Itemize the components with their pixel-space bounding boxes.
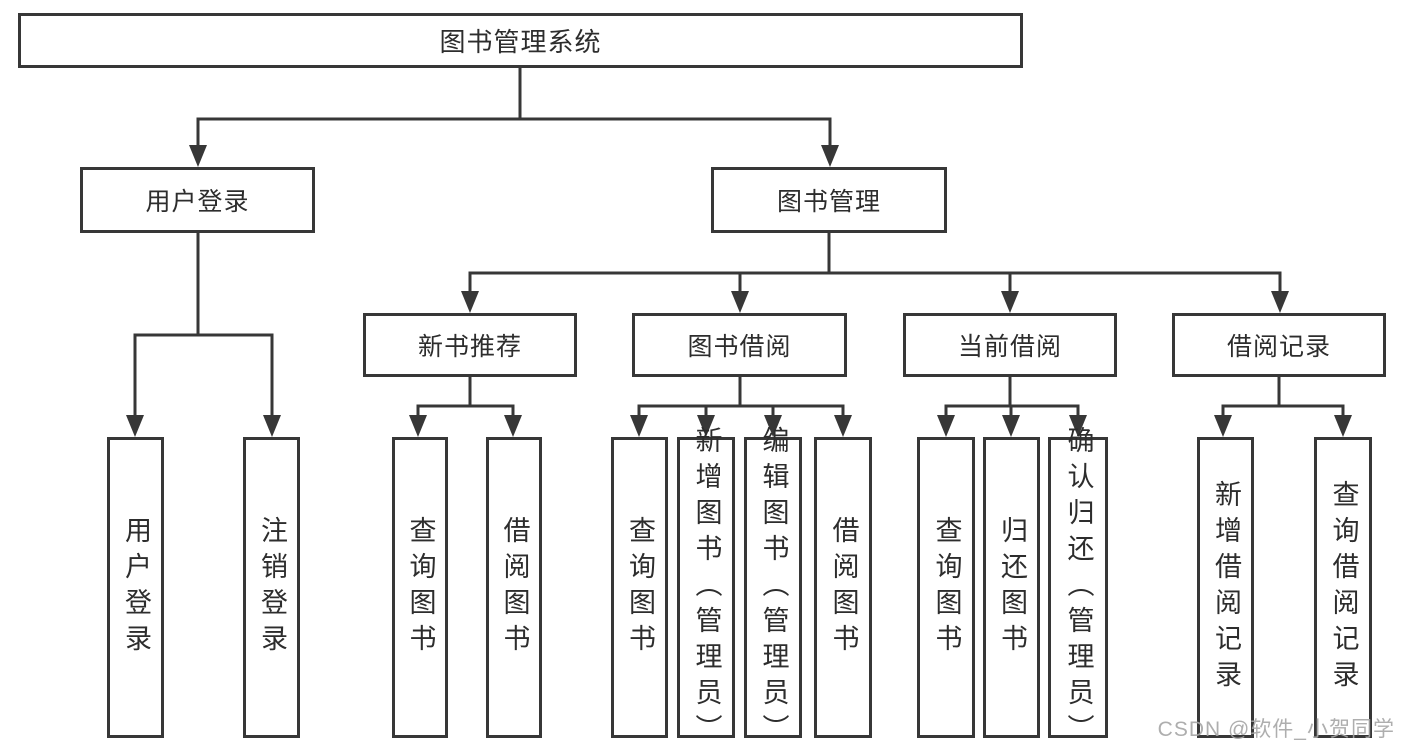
node-new-book-recommend: 新书推荐 [363,313,577,377]
node-current-borrow: 当前借阅 [903,313,1117,377]
leaf-logout: 注销登录 [243,437,300,738]
leaf-query-borrow-record-label: 查询借阅记录 [1328,479,1359,696]
leaf-return-books: 归还图书 [983,437,1040,738]
leaf-user-login-label: 用户登录 [121,515,151,660]
node-book-borrow: 图书借阅 [632,313,847,377]
leaf-add-borrow-record-label: 新增借阅记录 [1211,479,1241,696]
leaf-edit-books-admin-label: 编辑图书（管理员） [758,425,789,747]
node-user-login-label: 用户登录 [145,188,250,216]
node-book-borrow-label: 图书借阅 [687,333,792,361]
leaf-borrow-query-books-label: 查询图书 [625,515,655,660]
csdn-watermark: CSDN @软件_小贺同学 [1157,718,1395,741]
node-current-borrow-label: 当前借阅 [957,333,1062,361]
node-user-login: 用户登录 [80,167,315,233]
node-borrow-records: 借阅记录 [1172,313,1386,377]
leaf-recommend-query-books-label: 查询图书 [405,515,436,660]
leaf-confirm-return-admin: 确认归还（管理员） [1048,426,1108,747]
leaf-query-borrow-record: 查询借阅记录 [1314,437,1372,738]
leaf-current-query-books: 查询图书 [917,437,975,738]
node-borrow-records-label: 借阅记录 [1226,333,1331,361]
leaf-return-books-label: 归还图书 [997,515,1027,660]
leaf-borrow-borrow-books-label: 借阅图书 [828,515,859,660]
leaf-user-login: 用户登录 [107,437,164,738]
node-book-management: 图书管理 [711,167,947,233]
leaf-add-books-admin-label: 新增图书（管理员） [691,425,722,747]
leaf-recommend-borrow-books-label: 借阅图书 [499,515,530,660]
node-book-management-label: 图书管理 [776,188,881,216]
leaf-logout-label: 注销登录 [257,515,287,660]
leaf-confirm-return-admin-label: 确认归还（管理员） [1063,425,1094,747]
node-root-label: 图书管理系统 [439,27,602,57]
leaf-add-books-admin: 新增图书（管理员） [677,426,735,747]
leaf-recommend-borrow-books: 借阅图书 [486,437,542,738]
node-new-book-recommend-label: 新书推荐 [417,333,522,361]
leaf-edit-books-admin: 编辑图书（管理员） [744,426,802,747]
node-root: 图书管理系统 [18,13,1023,68]
leaf-borrow-borrow-books: 借阅图书 [814,437,872,738]
leaf-current-query-books-label: 查询图书 [931,515,962,660]
leaf-recommend-query-books: 查询图书 [392,437,448,738]
leaf-borrow-query-books: 查询图书 [611,437,668,738]
leaf-add-borrow-record: 新增借阅记录 [1197,437,1254,738]
